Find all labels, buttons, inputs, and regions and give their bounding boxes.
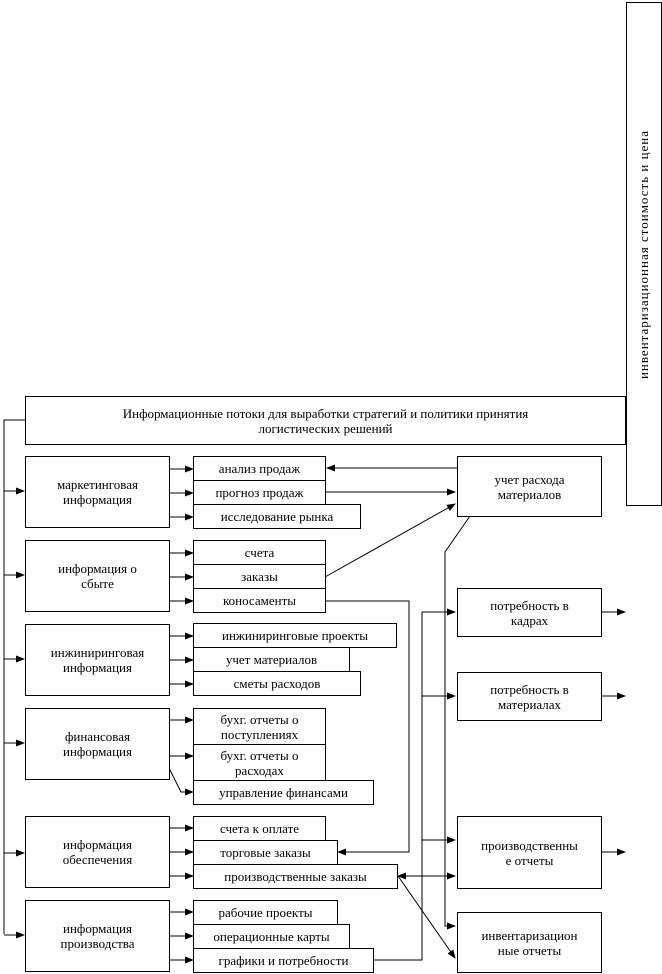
group-label-line: информация о (58, 561, 137, 576)
group-label-line: инжиниринговая (50, 645, 145, 660)
group-label-line: информация (63, 492, 132, 507)
group-engineering: инжиниринговая информация (25, 624, 170, 696)
box-label-line: инвентаризацион (481, 927, 578, 943)
group-sales: информация о сбыте (25, 540, 170, 612)
box-label-line: материалах (497, 696, 562, 712)
item-production-orders: производственные заказы (193, 864, 398, 889)
item-sales-forecast: прогноз продаж (193, 480, 326, 505)
group-finance: финансовая информация (25, 708, 170, 780)
item-cost-estimates: сметы расходов (193, 671, 361, 696)
item-trade-orders: торговые заказы (193, 840, 338, 865)
box-label-line: ные отчеты (497, 942, 562, 958)
item-work-projects: рабочие проекты (193, 900, 338, 925)
box-label-line: е отчеты (505, 852, 554, 868)
item-orders: заказы (193, 564, 326, 589)
item-expense-reports: бухг. отчеты о расходах (193, 744, 326, 781)
box-label-line: потребность в (490, 597, 569, 613)
item-operation-cards: операционные карты (193, 924, 350, 949)
group-label-line: информация (63, 660, 132, 675)
item-bills-of-lading: коносаменты (193, 588, 326, 613)
main-title-line-2: логистических решений (258, 420, 393, 436)
item-engineering-projects: инжиниринговые проекты (193, 623, 397, 648)
arrow-orders-to-usage (324, 503, 456, 578)
group-marketing: маркетинговая информация (25, 456, 170, 528)
arrow-production-orders-to-inventory (397, 875, 456, 959)
group-label-line: информация (63, 921, 132, 936)
box-inventory-reports: инвентаризацион ные отчеты (457, 912, 602, 973)
group-label-line: маркетинговая (57, 477, 138, 492)
line-plans-to-trunk (373, 612, 423, 961)
group-label-line: обеспечения (62, 852, 133, 867)
item-income-reports: бухг. отчеты о поступлениях (193, 708, 326, 745)
arrow-g4-i3 (168, 767, 194, 796)
item-sales-analysis: анализ продаж (193, 456, 326, 481)
group-label-line: финансовая (64, 729, 131, 744)
main-title-box: Информационные потоки для выработки стра… (25, 396, 626, 445)
item-materials-accounting: учет материалов (193, 647, 350, 672)
group-production: информация производства (25, 900, 170, 972)
box-label-line: материалов (497, 486, 562, 502)
line-usage-to-trunk (444, 515, 471, 930)
inventory-value-title-box: инвентаризационная стоимость и цена (626, 2, 662, 506)
inventory-value-title: инвентаризационная стоимость и цена (636, 129, 652, 379)
box-material-needs: потребность в материалах (457, 672, 602, 721)
item-market-research: исследование рынка (193, 504, 361, 529)
group-label-line: информация (63, 837, 132, 852)
box-label-line: потребность в (490, 681, 569, 697)
box-label-line: производственны (481, 837, 578, 853)
item-finance-management: управление финансами (193, 780, 374, 805)
arrow-bills-to-trade-orders (325, 600, 410, 856)
group-label-line: сбыте (81, 576, 114, 591)
group-label-line: информация (63, 744, 132, 759)
box-label-line: кадрах (510, 612, 549, 628)
group-label-line: производства (60, 936, 135, 951)
group-supply: информация обеспечения (25, 816, 170, 888)
main-title-line-1: Информационные потоки для выработки стра… (122, 405, 529, 421)
left-feeder-line (3, 419, 25, 934)
item-accounts-payable: счета к оплате (193, 816, 326, 841)
box-material-usage: учет расхода материалов (457, 456, 602, 517)
box-production-reports: производственны е отчеты (457, 816, 602, 889)
box-staff-needs: потребность в кадрах (457, 588, 602, 637)
item-invoices: счета (193, 540, 326, 565)
box-label-line: учет расхода (494, 471, 565, 487)
item-schedules-and-needs: графики и потребности (193, 948, 374, 973)
